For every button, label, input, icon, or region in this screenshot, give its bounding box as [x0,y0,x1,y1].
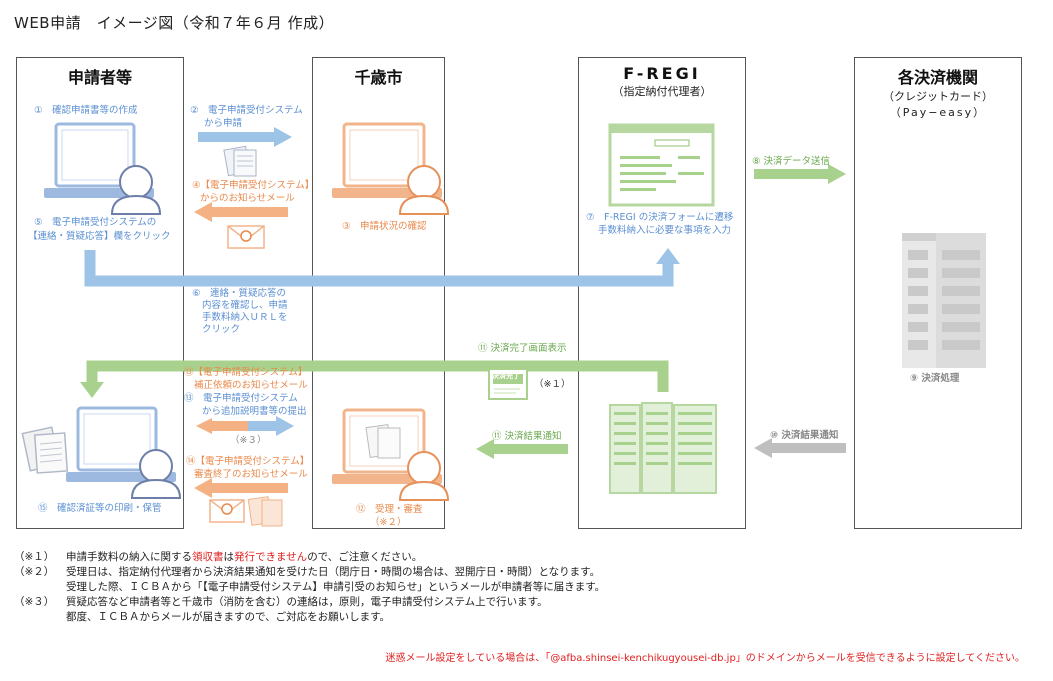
column-bank-title: 各決済機関 [897,68,978,87]
step7-label-line2: 手数料納入に必要な事項を入力 [598,225,732,236]
note1-red-receipt: 領収書 [192,551,224,563]
step13-note-mark: （※３） [230,435,267,446]
step6-label-line3: 手数料納入ＵＲＬを [202,312,288,323]
column-bank-subtitle-1: （クレジットカード） [883,90,993,103]
step13-label-line3: ⑬ 電子申請受付システム [184,393,298,404]
note1-text-a: 申請手数料の納入に関する [66,551,192,563]
arrow-step4 [194,202,288,222]
applicant-pc-icon-bottom [66,406,182,499]
arrow-step13 [196,416,294,436]
server-icon [609,402,717,494]
browser-form-icon [608,123,715,207]
column-bank-subtitle-2: （Pay−easy） [889,106,987,119]
note3-line2: 都度、ＩＣＢＡからメールが届きますので、ご対応をお願いします。 [66,611,391,623]
arrow-step14 [194,478,288,498]
payment-complete-stamp: 決済完了 [492,372,520,380]
column-applicant-title: 申請者等 [67,68,132,87]
arrow-step8 [754,164,846,184]
note2-line1: 受理日は、指定納付代理者から決済結果通知を受けた日（閉庁日・時間の場合は、翌開庁… [66,566,601,578]
city-pc-icon-bottom [332,408,450,501]
step14-label-line1: ⑭【電子申請受付システム】 [186,456,310,467]
document-icon-applicant [21,426,69,474]
step13-label-line1: ⑬【電子申請受付システム】 [184,367,308,378]
applicant-pc-icon [44,122,162,215]
note3-line1: 質疑応答など申請者等と千歳市（消防を含む）の連絡は，原則，電子申請受付システム上… [66,596,548,608]
step10-label: ⑩ 決済結果通知 [770,430,839,441]
step5-label-line2: 【連絡・質疑応答】欄をクリック [28,231,171,242]
step12-label-line1: ⑫ 受理・審査 [356,504,423,515]
step3-label: ③ 申請状況の確認 [342,221,427,232]
step11-result-label: ⑪ 決済結果通知 [492,431,562,442]
step7-label-line1: ⑦ F-REGI の決済フォームに遷移 [586,212,734,223]
note3-mark: （※３） [14,596,55,608]
step8-label: ⑧ 決済データ送信 [752,156,831,167]
step6-label-line2: 内容を確認し、申請 [202,300,288,311]
spam-mail-warning: 迷惑メール設定をしている場合は、「@afba.shinsei-kenchikug… [385,653,1025,664]
step4-label-line2: からのお知らせメール [200,193,295,204]
document-icon [223,145,257,177]
page-title: WEB申請 イメージ図（令和７年６月 作成） [14,14,335,32]
note1-text-c: ので、ご注意ください。 [307,551,423,563]
step6-label-line4: クリック [202,324,241,335]
column-city-title: 千歳市 [354,68,403,87]
note2-line2: 受理した際、ＩＣＢＡから「【電子申請受付システム】申請引受のお知らせ」というメー… [66,581,606,593]
step4-label-line1: ④【電子申請受付システム】 [192,180,315,191]
step2-label-line2: から申請 [204,118,243,129]
step13-label-line2: 補正依頼のお知らせメール [194,380,308,391]
payment-complete-screen-icon [488,368,528,400]
step2-label-line1: ② 電子申請受付システム [190,105,303,116]
step12-label-line2: （※２） [370,517,407,528]
arrow-applicant-to-fregi [84,248,680,287]
step9-label: ⑨ 決済処理 [910,373,960,384]
step14-label-line2: 審査終了のお知らせメール [194,469,308,480]
note1-text-b: は [223,551,235,563]
arrow-fregi-to-applicant [80,360,669,398]
note2: （※２） 受理日は、指定納付代理者から決済結果通知を受けた日（閉庁日・時間の場合は… [14,565,600,580]
step13-label-line4: から追加説明書等の提出 [202,406,307,417]
arrow-step10 [754,438,846,458]
note1-mark: （※１） [14,551,55,563]
column-fregi-subtitle: （指定納付代理者） [612,85,712,98]
building-icon [902,233,986,368]
step11-screen-label: ⑪ 決済完了画面表示 [478,343,567,354]
arrow-step11-city [476,439,568,459]
note3: （※３） 質疑応答など申請者等と千歳市（消防を含む）の連絡は，原則，電子申請受付シ… [14,595,548,610]
mail-icon-step14 [209,496,283,527]
city-pc-icon [332,122,450,215]
mail-icon [227,225,265,249]
column-fregi-title: F-REGI [623,64,701,83]
note2-mark: （※２） [14,566,55,578]
step6-label-line1: ⑥ 連絡・質疑応答の [192,288,287,299]
arrow-step2 [198,127,292,147]
step15-label: ⑮ 確認済証等の印刷・保管 [38,503,162,514]
note1-red-not-issued: 発行できません [234,551,308,563]
step1-label: ① 確認申請書等の作成 [34,105,138,116]
note1: （※１） 申請手数料の納入に関する領収書は発行できませんので、ご注意ください。 [14,550,422,565]
step11-note-mark: （※１） [534,379,571,390]
step5-label-line1: ⑤ 電子申請受付システムの [34,217,157,228]
